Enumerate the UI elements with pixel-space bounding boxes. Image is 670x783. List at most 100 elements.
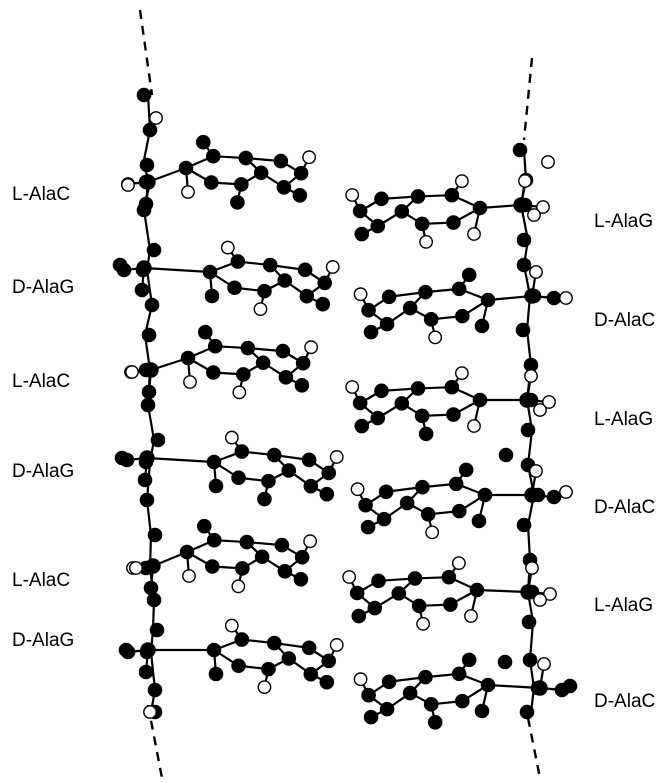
hydrogen-atom xyxy=(345,380,360,394)
ring-atom xyxy=(374,191,389,207)
ring-atom xyxy=(376,511,392,527)
ring-atom xyxy=(254,549,270,565)
terminal-heavy-atom xyxy=(562,678,578,694)
ring-atom xyxy=(423,312,439,327)
hydrogen-atom xyxy=(345,188,360,202)
hydrogen-atom xyxy=(329,638,344,652)
ring-atom xyxy=(297,262,313,278)
ring-atom xyxy=(472,200,488,216)
terminal-hydrogen-atom xyxy=(559,485,573,499)
ring-atom xyxy=(455,308,470,324)
ring-atom xyxy=(317,275,333,291)
hydrogen-atom xyxy=(304,340,319,355)
left-backbone-atom xyxy=(146,592,162,608)
hydrogen-atom xyxy=(543,587,557,601)
ring-atom xyxy=(451,281,467,297)
substituent-atom xyxy=(293,571,309,587)
ring-atom xyxy=(234,632,250,647)
side-atom xyxy=(208,478,224,494)
bond-layer xyxy=(122,9,564,779)
right-backbone-atom xyxy=(520,422,536,438)
substituent-atom xyxy=(195,134,211,150)
ring-atom xyxy=(352,395,368,411)
ring-atom xyxy=(227,280,242,296)
ring-atom xyxy=(257,283,272,299)
ring-atom xyxy=(414,216,430,232)
ring-atom xyxy=(446,407,461,422)
ring-atom xyxy=(276,179,292,195)
substituent-atom xyxy=(363,709,379,725)
ring-atom xyxy=(349,585,365,601)
right-strand-continuation xyxy=(522,57,534,141)
side-atom xyxy=(181,185,195,199)
hydrogen-atom xyxy=(425,525,440,540)
substituent-atom xyxy=(363,324,379,340)
ring-atom xyxy=(402,300,418,316)
hydrogen-atom xyxy=(232,385,247,400)
right-alpha-carbon xyxy=(532,680,548,696)
ring-atom xyxy=(281,651,297,666)
right-backbone-atom xyxy=(519,704,535,720)
left-alpha-carbon xyxy=(145,558,161,574)
ring-atom xyxy=(273,153,289,169)
ring-atom xyxy=(374,383,389,399)
hydrogen-atom xyxy=(542,395,556,409)
hydrogen-atom xyxy=(454,366,469,381)
ring-atom xyxy=(261,473,276,489)
substituent-atom xyxy=(196,518,212,534)
left-backbone-atom xyxy=(150,432,166,448)
ring-atom xyxy=(204,559,220,574)
side-atom xyxy=(138,664,154,680)
terminal-heavy-atom xyxy=(114,450,130,466)
glycosidic-bond xyxy=(142,266,212,274)
ring-atom xyxy=(381,674,397,690)
right-backbone-atom xyxy=(522,652,538,668)
ring-atom xyxy=(379,701,395,717)
ring-atom xyxy=(321,465,337,481)
right-backbone-atom xyxy=(521,614,537,630)
substituent-atom xyxy=(197,324,213,340)
ring-atom xyxy=(266,635,282,651)
ring-atom xyxy=(303,666,319,682)
left-backbone-atom xyxy=(147,527,163,543)
ring-atom xyxy=(301,452,317,468)
ring-atom xyxy=(266,447,282,463)
left-alpha-carbon xyxy=(139,450,155,466)
ring-atom xyxy=(230,254,246,269)
side-atom xyxy=(464,609,478,623)
ring-atom xyxy=(448,476,464,492)
right-alpha-carbon xyxy=(524,288,540,304)
ring-atom xyxy=(370,218,386,234)
hydrogen-atom xyxy=(303,534,318,549)
ring-atom xyxy=(391,586,407,601)
ring-atom xyxy=(294,549,310,565)
left-residue-label-2: D-AlaG xyxy=(12,277,75,298)
right-residue-label-1: L-AlaG xyxy=(594,211,654,232)
side-atom xyxy=(138,196,154,212)
ring-atom xyxy=(443,597,458,612)
right-backbone-atom xyxy=(516,517,532,533)
right-residue-label-3: L-AlaG xyxy=(594,409,654,430)
substituent-atom xyxy=(354,418,370,434)
hydrogen-atom xyxy=(518,174,532,188)
hydrogen-atom xyxy=(524,369,538,383)
ring-atom xyxy=(274,537,290,553)
substituent-atom xyxy=(319,486,335,502)
left-strand-continuation xyxy=(146,704,164,779)
right-backbone-atom xyxy=(516,232,532,248)
right-backbone-atom xyxy=(516,257,532,273)
ring-atom xyxy=(203,175,219,190)
ring-atom xyxy=(423,697,439,712)
ring-atom xyxy=(277,563,293,579)
ring-atom xyxy=(480,292,496,308)
substituent-atom xyxy=(351,608,367,624)
terminal-hydrogen-atom xyxy=(541,155,555,169)
ring-atom xyxy=(277,273,293,288)
left-alpha-carbon xyxy=(136,260,152,276)
terminal-hydrogen-atom xyxy=(149,111,163,125)
right-residue-label-2: D-AlaC xyxy=(594,310,656,331)
terminal-hydrogen-atom xyxy=(143,705,157,719)
ring-atom xyxy=(452,503,467,519)
hydrogen-atom xyxy=(536,200,550,214)
